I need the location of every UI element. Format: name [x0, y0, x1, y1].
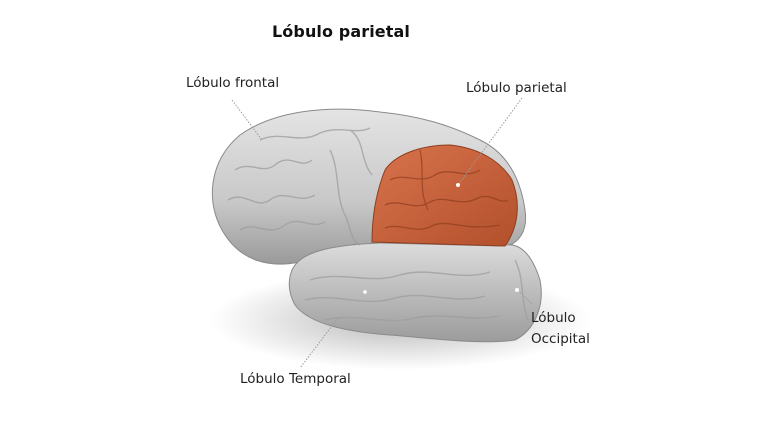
label-occipital-lobe: Lóbulo Occipital [531, 308, 590, 350]
label-occipital-line2: Occipital [531, 331, 590, 347]
gyri-lines [227, 127, 529, 322]
anchor-dot-temporal [363, 290, 367, 294]
leader-lines [231, 97, 534, 369]
anchor-dots [363, 183, 519, 294]
leader-line-temporal [299, 317, 339, 369]
label-frontal-lobe: Lóbulo frontal [186, 75, 280, 91]
label-temporal-lobe: Lóbulo Temporal [240, 371, 351, 387]
parietal-lobe-highlight [371, 144, 518, 247]
diagram-title: Lóbulo parietal [272, 22, 410, 41]
anchor-dot-parietal [456, 183, 460, 187]
anchor-dot-occipital [515, 288, 519, 292]
leader-line-frontal [231, 99, 263, 141]
parietal-gyri-lines [384, 149, 509, 230]
label-parietal-lobe: Lóbulo parietal [466, 80, 567, 96]
leader-line-occipital [517, 289, 534, 306]
leader-line-parietal [457, 97, 523, 186]
label-occipital-line1: Lóbulo [531, 310, 576, 326]
